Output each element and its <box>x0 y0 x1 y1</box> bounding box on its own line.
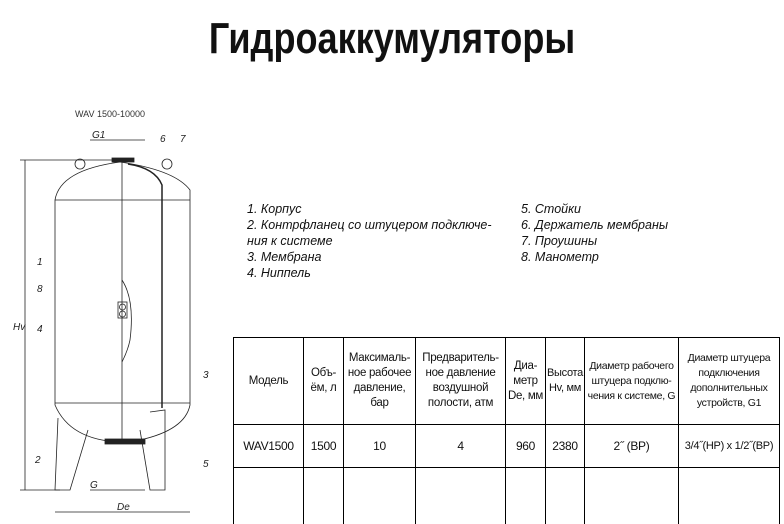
legend-item: 7. Проушины <box>521 234 598 248</box>
cell-max-pressure: 10 <box>343 424 416 468</box>
callout-7: 7 <box>180 134 186 145</box>
callout-3: 3 <box>203 370 209 381</box>
callout-8: 8 <box>37 284 43 295</box>
legend-item: 6. Держатель мембраны <box>521 218 669 232</box>
legend-item: 4. Ниппель <box>247 266 311 280</box>
callout-5: 5 <box>203 459 209 470</box>
table-header-row: Модель Объ-ём, л Максималь-ное рабочее д… <box>233 337 780 425</box>
tank-drawing: Hv G1 G De 1 2 3 4 5 6 7 8 <box>13 130 209 513</box>
legend-right: 5. Стойки 6. Держатель мембраны 7. Проуш… <box>521 201 668 265</box>
dim-g: G <box>90 480 98 491</box>
dim-hv: Hv <box>13 322 26 333</box>
table-row-continuation <box>233 467 780 524</box>
legend-left: 1. Корпус 2. Контрфланец со штуцером под… <box>247 201 492 281</box>
dim-de: De <box>117 502 130 513</box>
cell-precharge: 4 <box>415 424 506 468</box>
cell-g: 2˝ (ВР) <box>583 424 679 468</box>
header-cell: Высота Hv, мм <box>545 337 585 425</box>
legend-item: 3. Мембрана <box>247 250 322 264</box>
legend-item: ния к системе <box>247 234 333 248</box>
cell-volume: 1500 <box>303 424 344 468</box>
callout-1: 1 <box>37 257 43 268</box>
legend-item: 1. Корпус <box>247 202 302 216</box>
header-cell: Модель <box>233 337 304 425</box>
spec-table: Модель Объ-ём, л Максималь-ное рабочее д… <box>233 337 780 524</box>
header-cell: Диа-метр De, мм <box>505 337 546 425</box>
header-cell: Диаметр рабочего штуцера подклю-чения к … <box>583 337 679 425</box>
legend-item: 5. Стойки <box>521 202 581 216</box>
cell-model: WAV1500 <box>233 424 304 468</box>
page-title: Гидроаккумуляторы <box>208 14 576 63</box>
cell-g1: 3/4˝(НР) x 1/2˝(ВР) <box>677 424 780 468</box>
callout-4: 4 <box>37 324 43 335</box>
table-row: WAV1500 1500 10 4 960 2380 2˝ (ВР) 3/4˝(… <box>233 424 780 468</box>
header-cell: Диаметр штуцера подключения дополнительн… <box>677 337 780 425</box>
cell-height: 2380 <box>545 424 585 468</box>
dim-g1: G1 <box>92 130 105 141</box>
legend-item: 2. Контрфланец со штуцером подключе- <box>247 218 492 232</box>
callout-6: 6 <box>160 134 166 145</box>
header-cell: Максималь-ное рабочее давление, бар <box>343 337 416 425</box>
header-cell: Объ-ём, л <box>303 337 344 425</box>
header-cell: Предваритель-ное давление воздушной поло… <box>415 337 506 425</box>
callout-2: 2 <box>34 455 41 466</box>
cell-diameter: 960 <box>505 424 546 468</box>
legend-item: 8. Манометр <box>521 250 599 264</box>
drawing-subtitle: WAV 1500-10000 <box>75 109 146 119</box>
